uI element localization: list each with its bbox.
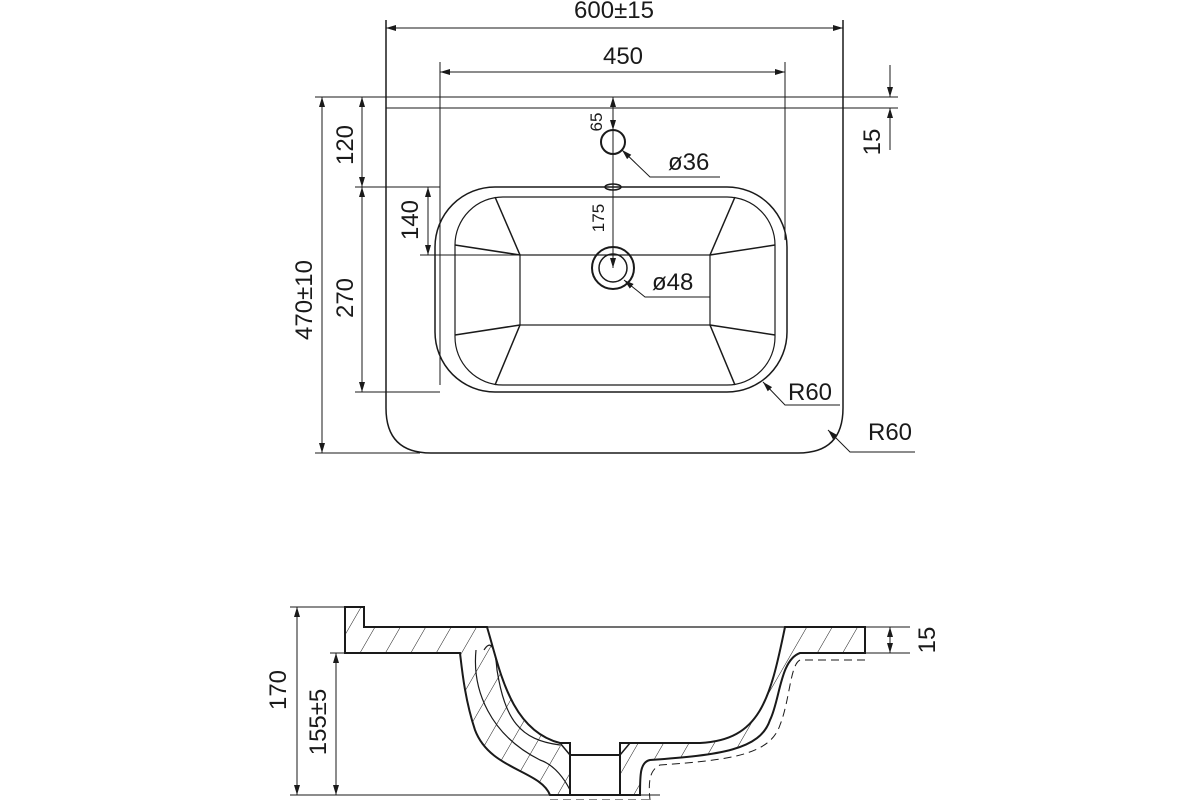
drain-outlet [569,754,621,796]
section-view [290,606,910,800]
dim-rear: 120 [332,125,359,165]
dim-overflow-offset: 65 [587,113,606,132]
dim-section-thickness: 15 [914,627,941,654]
basin-bottom [519,254,711,326]
label-outer-radius: R60 [868,419,912,446]
dim-thickness: 15 [859,129,886,156]
dim-mount-height: 155±5 [305,689,332,756]
dim-drain-overflow: 175 [589,204,608,232]
dim-drain-offset: 140 [397,200,424,240]
label-basin-radius: R60 [788,379,832,406]
top-view [315,20,915,454]
dim-basin-depth: 270 [332,278,359,318]
basin-outline [434,186,788,393]
basin-inner [454,196,776,386]
dim-basin-width: 450 [603,43,643,70]
vanity-top-outline [385,20,844,454]
dim-width: 600±15 [574,0,654,24]
dim-depth: 470±10 [291,260,318,340]
dim-height: 170 [265,670,292,710]
section-body [344,606,571,796]
label-overflow-diameter: ø36 [668,149,709,176]
label-drain-diameter: ø48 [652,269,693,296]
